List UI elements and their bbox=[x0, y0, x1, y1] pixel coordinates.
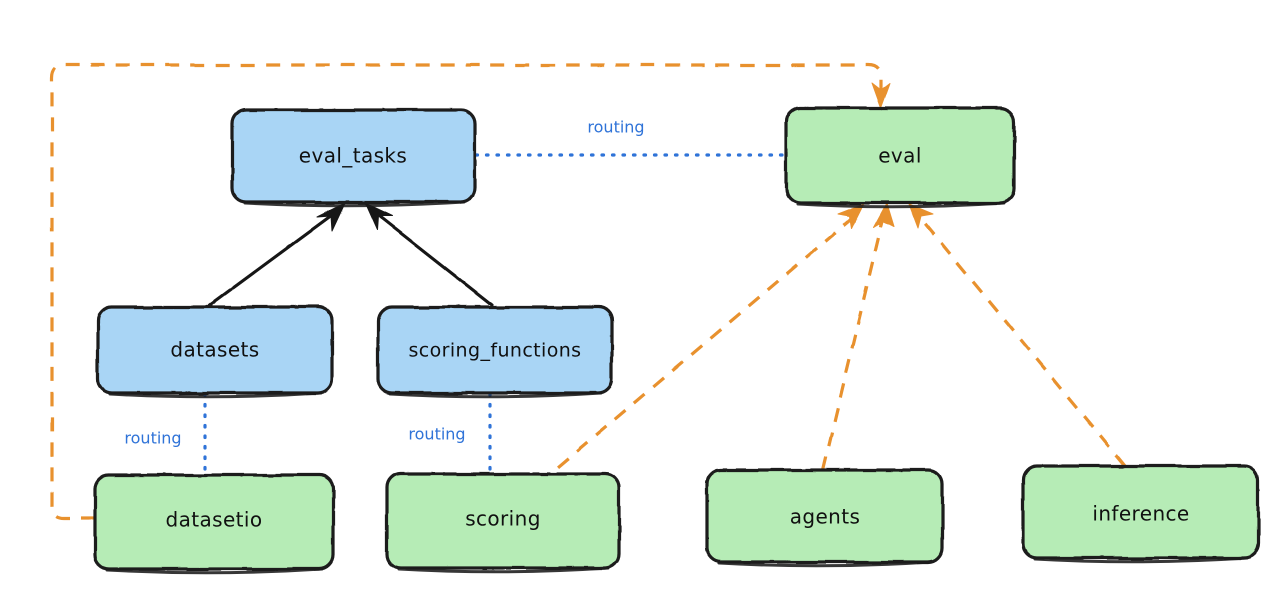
node-scoring-underline bbox=[397, 566, 610, 574]
node-datasets-box[interactable] bbox=[96, 305, 334, 395]
arrowhead-scoring-to-eval bbox=[837, 203, 865, 229]
node-eval-tasks-box[interactable] bbox=[230, 108, 477, 204]
node-datasetio-underline bbox=[105, 567, 324, 575]
node-agents-underline bbox=[717, 560, 933, 568]
edge-scoring-to-eval bbox=[537, 213, 858, 486]
node-datasetio-label: datasetio bbox=[165, 508, 262, 532]
edge-inference-to-eval bbox=[916, 213, 1127, 468]
node-scoring-functions[interactable]: scoring_functions bbox=[376, 305, 614, 399]
edge-agents-to-eval bbox=[821, 213, 886, 471]
node-eval-underline bbox=[796, 201, 1006, 209]
node-eval-box[interactable] bbox=[784, 106, 1016, 205]
node-agents-label: agents bbox=[790, 505, 861, 529]
node-datasets-underline bbox=[108, 391, 323, 399]
edge-label-routing-eval-tasks-eval: routing bbox=[587, 118, 644, 137]
node-scoring-functions-box[interactable] bbox=[376, 305, 614, 395]
arrowhead-datasets-to-eval-tasks bbox=[316, 202, 346, 232]
node-eval-tasks-label: eval_tasks bbox=[299, 144, 407, 168]
edge-scoring-functions-to-eval-tasks bbox=[372, 210, 494, 307]
node-eval[interactable]: eval bbox=[784, 106, 1016, 209]
edge-label-routing-datasets-datasetio: routing bbox=[124, 429, 181, 448]
node-datasets-label: datasets bbox=[170, 338, 259, 362]
node-scoring-label: scoring bbox=[465, 507, 541, 531]
node-scoring[interactable]: scoring bbox=[385, 472, 621, 574]
node-eval-tasks[interactable]: eval_tasks bbox=[230, 108, 477, 208]
edge-datasetio-to-eval bbox=[50, 63, 883, 520]
node-inference-label: inference bbox=[1092, 502, 1189, 526]
arrowhead-datasetio-to-eval bbox=[871, 82, 891, 109]
node-scoring-functions-label: scoring_functions bbox=[409, 340, 582, 362]
arrowhead-agents-to-eval bbox=[873, 202, 895, 228]
node-eval-label: eval bbox=[878, 144, 922, 168]
edge-label-routing-scoring-functions-scoring: routing bbox=[408, 425, 465, 444]
api-edges-group bbox=[208, 202, 494, 307]
edge-datasets-to-eval-tasks bbox=[208, 210, 338, 307]
arrowhead-inference-to-eval bbox=[908, 203, 934, 229]
node-scoring-box[interactable] bbox=[385, 472, 621, 570]
edge-labels-group: routing routing routing bbox=[124, 118, 644, 448]
node-datasetio[interactable]: datasetio bbox=[93, 473, 335, 575]
node-inference[interactable]: inference bbox=[1021, 464, 1260, 564]
arrowhead-scoring-functions-to-eval-tasks bbox=[364, 202, 393, 231]
node-inference-box[interactable] bbox=[1021, 464, 1260, 560]
node-eval-tasks-underline bbox=[243, 200, 466, 208]
node-agents-box[interactable] bbox=[705, 468, 944, 564]
node-scoring-functions-underline bbox=[388, 391, 603, 399]
nodes-group: eval_tasks eval datasets scoring_functio… bbox=[93, 106, 1260, 575]
node-agents[interactable]: agents bbox=[705, 468, 944, 568]
node-datasetio-box[interactable] bbox=[93, 473, 335, 571]
node-datasets[interactable]: datasets bbox=[96, 305, 334, 399]
node-inference-underline bbox=[1033, 556, 1249, 564]
provider-edges-group bbox=[50, 63, 1127, 520]
routing-edges-group bbox=[203, 153, 786, 476]
